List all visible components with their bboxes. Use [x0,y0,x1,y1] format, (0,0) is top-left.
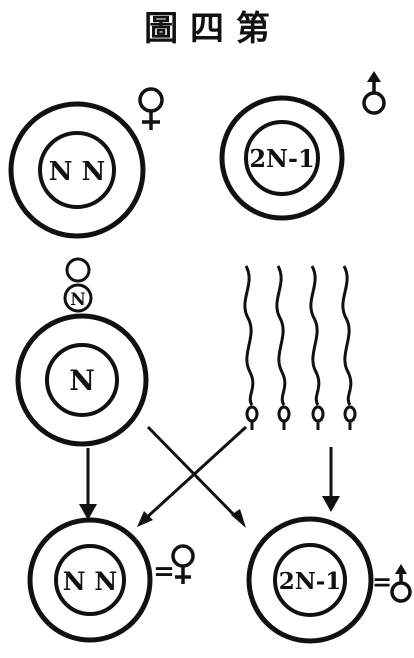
egg-cell: N [15,313,149,447]
female-parent-outer-membrane [8,101,146,239]
female-offspring-outer-membrane [27,517,153,643]
sperm-4 [341,265,357,430]
arrow-sperm-to-female-offspring [137,425,248,527]
sperm-2 [275,265,291,430]
arrow-egg-to-male-offspring [146,425,246,528]
male-symbol-icon [390,564,412,603]
figure-title: 圖 四 第 [144,9,270,49]
arrow-egg-to-female-offspring [79,448,97,520]
male-offspring-cell: 2N-1 [246,516,374,644]
male-offspring-label: 2N-1 [279,568,342,595]
female-parent-cell: N N [8,101,146,239]
egg-outer-membrane [15,313,149,447]
male-parent-nucleus [244,120,320,196]
egg-label: N [69,364,95,397]
sperm-group [243,265,357,430]
sperm-3 [309,265,325,430]
male-parent-outer-membrane [219,95,345,221]
male-offspring-nucleus [273,543,347,617]
female-offspring-label: N N [63,567,117,596]
female-symbol-icon [171,544,195,584]
female-parent-label: N N [49,157,106,187]
first-polar-body: N [63,283,93,313]
egg-nucleus [45,343,119,417]
female-symbol-icon [138,87,164,130]
arrow-sperm-to-male-offspring [322,447,340,512]
polar-body-label: N [70,290,86,310]
male-offspring-outer-membrane [246,516,374,644]
female-equals-sign: = [153,557,175,587]
sperm-1 [243,265,259,430]
female-offspring-nucleus [54,544,126,616]
male-symbol-icon [362,71,386,115]
female-offspring-cell: N N [27,517,153,643]
second-polar-body [65,257,91,283]
male-parent-cell: 2N-1 [219,95,345,221]
female-parent-nucleus [38,131,116,209]
male-parent-label: 2N-1 [249,144,314,173]
male-equals-sign: = [372,567,392,596]
